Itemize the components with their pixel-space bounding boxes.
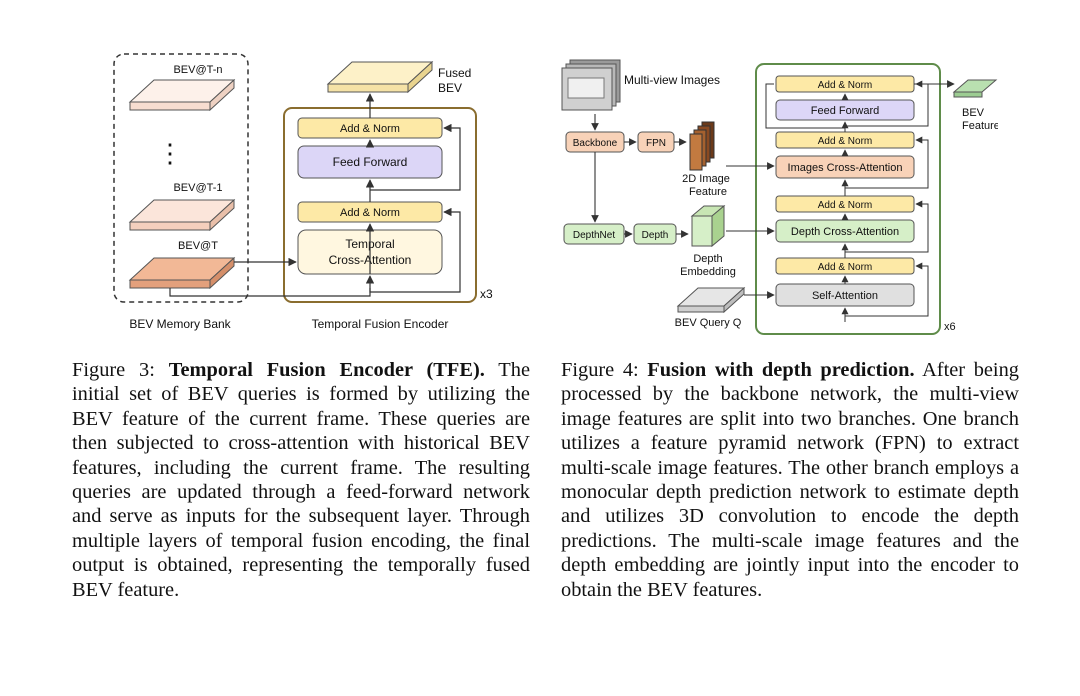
images-cross-attention-label: Images Cross-Attention — [788, 162, 903, 174]
figure-3-svg: BEV@T-n ⋮ BEV@T-1 BEV@T BEV Memory Bank … — [113, 53, 493, 331]
feed-forward-label: Feed Forward — [333, 155, 408, 169]
add-norm-1-label: Add & Norm — [818, 80, 872, 91]
figure-4-diagram: Multi-view Images Backbone FPN 2D Image … — [558, 40, 1000, 340]
fusion-encoder-frame — [755, 63, 941, 335]
depth-cross-attention-label: Depth Cross-Attention — [791, 226, 899, 238]
caption-4-label: Figure 4: — [561, 359, 639, 381]
figure-3-caption: Figure 3: Temporal Fusion Encoder (TFE).… — [72, 358, 530, 602]
residual-sa — [845, 262, 929, 317]
backbone-label: Backbone — [573, 138, 618, 149]
add-norm-bottom-label: Add & Norm — [340, 207, 400, 219]
bev-feature-label-line2: Feature — [962, 120, 998, 132]
bev-t-slab-front — [129, 279, 211, 289]
memory-bank-box — [113, 53, 249, 303]
image-feature-label-line1: 2D Image — [682, 173, 730, 185]
depth-embedding-label-line1: Depth — [693, 253, 722, 265]
bev-query-slab-side — [723, 286, 745, 314]
bev-feature-label-line1: BEV — [962, 107, 985, 119]
depth-label: Depth — [642, 230, 669, 241]
figure-4-caption: Figure 4: Fusion with depth prediction. … — [561, 358, 1019, 602]
residual-dca — [845, 200, 929, 253]
bev-t1-slab-side — [209, 198, 235, 232]
bev-tn-slab-front — [129, 101, 211, 111]
residual-ica — [845, 136, 929, 189]
multiview-label: Multi-view Images — [624, 73, 720, 87]
depthnet-label: DepthNet — [573, 230, 615, 241]
image-feature-stack-icon — [689, 121, 715, 171]
multiview-images-icon — [561, 59, 621, 111]
bev-feature-slab-front — [953, 91, 983, 98]
add-norm-3-label: Add & Norm — [818, 200, 872, 211]
fused-bev-slab-front — [327, 83, 409, 93]
fused-bev-slab-side — [407, 60, 433, 94]
self-attention-label: Self-Attention — [812, 290, 878, 302]
caption-3-body: The initial set of BEV queries is formed… — [72, 359, 530, 601]
arrow-memory-to-tca — [169, 275, 375, 297]
add-norm-top-label: Add & Norm — [340, 123, 400, 135]
caption-3-title: Temporal Fusion Encoder (TFE). — [168, 359, 485, 381]
caption-3-label: Figure 3: — [72, 359, 155, 381]
encoder-label: Temporal Fusion Encoder — [312, 317, 449, 331]
ellipsis-dots: ⋮ — [157, 138, 183, 168]
depth-embedding-cube-icon — [690, 204, 726, 248]
temporal-fusion-encoder-frame — [283, 107, 477, 303]
residual-arrow-upper — [370, 123, 461, 191]
fused-label-line1: Fused — [438, 66, 471, 80]
figure-4-svg: Multi-view Images Backbone FPN 2D Image … — [561, 59, 1000, 335]
bev-tn-slab-side — [209, 78, 235, 112]
add-norm-4-label: Add & Norm — [818, 262, 872, 273]
bev-t1-slab-front — [129, 221, 211, 231]
fused-label-line2: BEV — [438, 81, 462, 95]
caption-4-title: Fusion with depth prediction. — [647, 359, 915, 381]
bev-t-slab-side — [209, 256, 235, 290]
bev-t1-label: BEV@T-1 — [173, 182, 222, 194]
bev-tn-label: BEV@T-n — [173, 64, 222, 76]
fpn-label: FPN — [646, 138, 666, 149]
memory-bank-label: BEV Memory Bank — [129, 317, 231, 331]
bev-t-label: BEV@T — [178, 240, 218, 252]
loop-left — [765, 83, 845, 129]
figure-3-diagram: BEV@T-n ⋮ BEV@T-1 BEV@T BEV Memory Bank … — [70, 40, 560, 340]
repeat-x6-label: x6 — [944, 321, 956, 333]
repeat-x3-label: x3 — [480, 287, 493, 301]
bev-query-slab-front — [677, 305, 725, 313]
image-feature-label-line2: Feature — [689, 186, 727, 198]
add-norm-2-label: Add & Norm — [818, 136, 872, 147]
feed-forward-label: Feed Forward — [811, 105, 879, 117]
depth-embedding-label-line2: Embedding — [680, 266, 736, 278]
caption-4-body: After being processed by the backbone ne… — [561, 359, 1019, 601]
bev-query-label: BEV Query Q — [675, 317, 742, 329]
bev-feature-slab-top — [952, 79, 998, 93]
